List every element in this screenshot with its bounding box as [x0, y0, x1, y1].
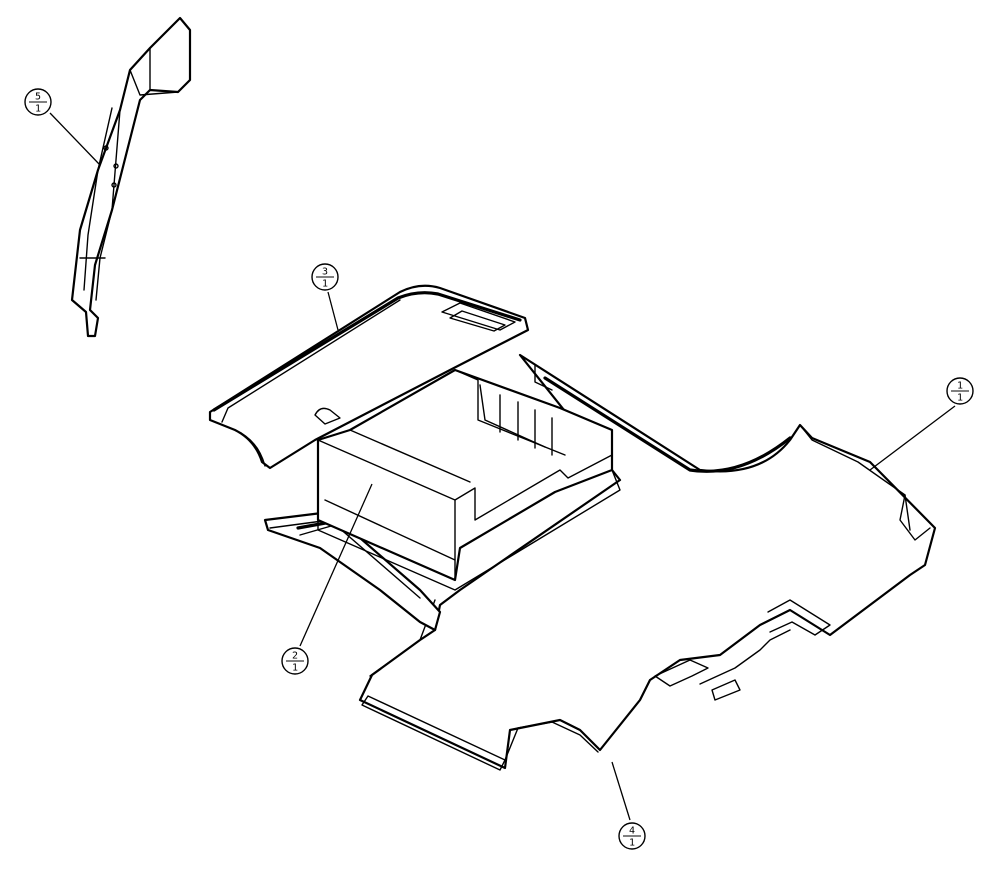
- part-2-console-box: [316, 368, 621, 591]
- callout-balloon-1: 1 1: [946, 377, 974, 405]
- leader-2: [299, 483, 373, 647]
- callout-1-item: 1: [957, 381, 963, 392]
- part-3-tray-panel: [208, 284, 530, 470]
- callout-5-qty: 1: [35, 104, 41, 115]
- callout-4-item: 4: [629, 826, 635, 837]
- callout-balloon-5: 5 1: [24, 88, 52, 116]
- part-5-pillar-trim: [70, 16, 192, 338]
- callout-balloon-4: 4 1: [618, 822, 646, 850]
- callout-1-qty: 1: [957, 393, 963, 404]
- leader-lines: [49, 112, 956, 821]
- callout-4-qty: 1: [629, 838, 635, 849]
- callout-balloon-3: 3 1: [311, 263, 339, 291]
- callout-balloon-2: 2 1: [281, 647, 309, 675]
- callout-2-qty: 1: [292, 663, 298, 674]
- callout-5-item: 5: [35, 92, 41, 103]
- callout-3-qty: 1: [322, 279, 328, 290]
- leader-5: [49, 112, 101, 166]
- leader-1: [869, 405, 956, 471]
- part-4-floor-carpet: [358, 353, 937, 771]
- leader-4: [611, 761, 631, 821]
- callout-2-item: 2: [292, 651, 298, 662]
- leader-3: [327, 291, 339, 331]
- callout-3-item: 3: [322, 267, 328, 278]
